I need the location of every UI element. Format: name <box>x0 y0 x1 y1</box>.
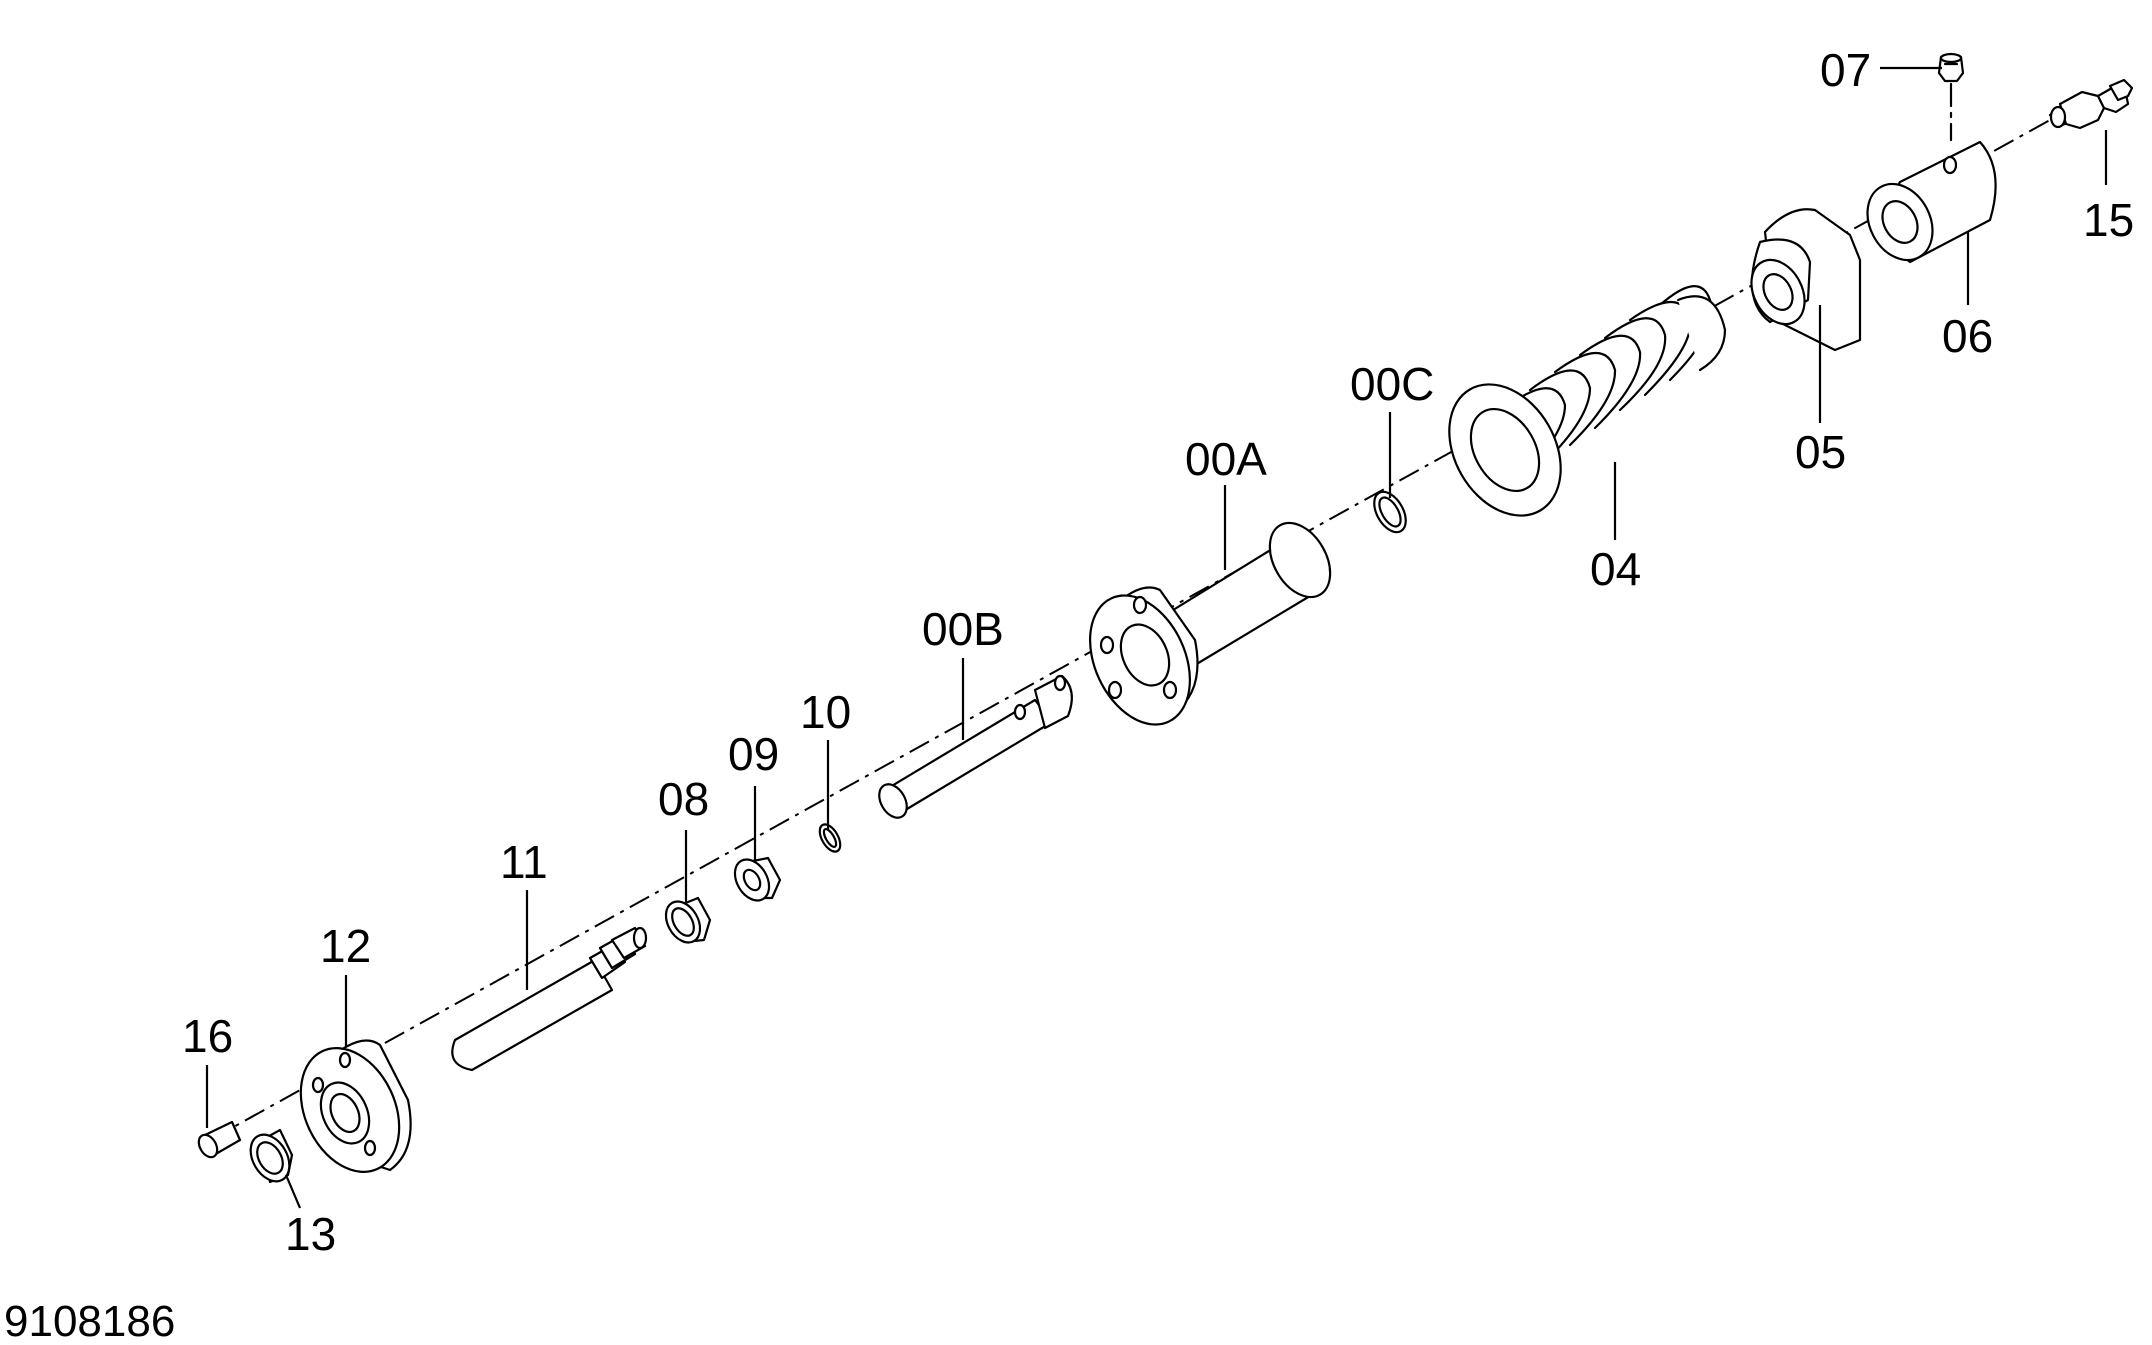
drawing-number: 9108186 <box>4 1297 175 1345</box>
part-15-grease-valve <box>2048 78 2134 130</box>
part-09-washer <box>733 856 782 902</box>
callout-00A: 00A <box>1185 433 1267 485</box>
callout-09: 09 <box>728 728 779 780</box>
callout-10: 10 <box>800 686 851 738</box>
callout-05: 05 <box>1795 426 1846 478</box>
part-16-plug <box>197 1120 242 1159</box>
part-04-coil-spring <box>1448 285 1727 517</box>
part-00A-flanged-cylinder <box>1089 521 1332 726</box>
callout-13: 13 <box>285 1208 336 1260</box>
part-05-bracket <box>1750 208 1862 352</box>
part-07-screw <box>1937 52 1965 142</box>
callout-07: 07 <box>1820 44 1871 96</box>
part-12-flange-cap <box>299 1039 412 1174</box>
callout-11: 11 <box>500 836 548 888</box>
part-13-bushing <box>249 1128 294 1184</box>
part-08-seal-ring <box>664 896 712 944</box>
part-10-snap-ring <box>818 823 842 853</box>
part-00B-shaft <box>878 674 1073 819</box>
callout-08: 08 <box>658 773 709 825</box>
callout-16: 16 <box>182 1010 233 1062</box>
callout-15: 15 <box>2083 194 2134 246</box>
part-11-rod <box>451 926 648 1072</box>
part-00C-o-ring <box>1373 490 1407 534</box>
callout-12: 12 <box>320 920 371 972</box>
callout-00C: 00C <box>1350 358 1434 410</box>
callout-04: 04 <box>1590 543 1641 595</box>
callout-00B: 00B <box>922 603 1004 655</box>
part-06-cylinder-block <box>1866 140 1997 264</box>
callout-06: 06 <box>1942 310 1993 362</box>
leader-lines <box>205 66 2108 1209</box>
